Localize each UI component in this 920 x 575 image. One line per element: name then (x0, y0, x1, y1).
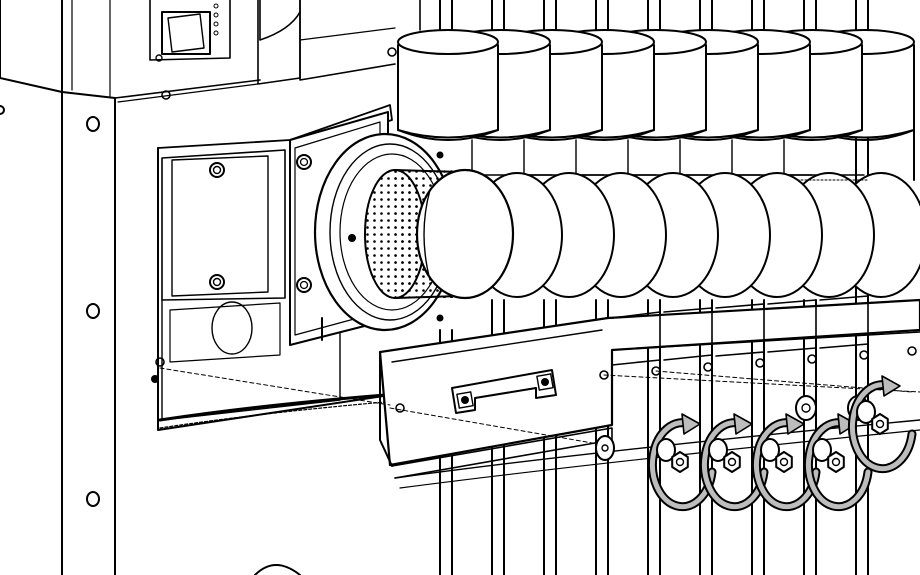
rotation-arrowhead (881, 375, 901, 397)
panel-hole-middle (86, 303, 100, 319)
nut-with-rotation-arrow (648, 413, 717, 512)
nut-bore (875, 419, 885, 429)
nut-bore (675, 457, 685, 467)
rail-handle[interactable] (451, 369, 557, 414)
cabinet-frame (0, 0, 421, 575)
rotation-arrow (806, 420, 871, 510)
panel-holes (0, 105, 100, 507)
blower-1-front (313, 0, 515, 575)
rotation-arrow (650, 420, 715, 510)
nut-with-rotation-arrow (804, 413, 873, 512)
rotation-arrowhead (681, 413, 701, 435)
nut-with-rotation-arrow (752, 413, 821, 512)
rotation-arrow (702, 420, 767, 510)
fastener-group (648, 375, 917, 512)
blower-intake-cap (415, 168, 515, 300)
mounting-rail (378, 295, 920, 489)
washer (708, 438, 728, 462)
rotation-arrow (850, 382, 915, 472)
washer-1 (595, 435, 615, 461)
rotation-arrow (754, 420, 819, 510)
nut-bore (779, 457, 789, 467)
washer (656, 438, 676, 462)
cable-gland (254, 564, 301, 575)
washer (760, 438, 780, 462)
rotation-arrowhead (733, 413, 753, 435)
washer-2 (795, 395, 817, 421)
nut-bore (831, 457, 841, 467)
control-box (155, 3, 397, 100)
rotation-arrowhead (785, 413, 805, 435)
nut-with-rotation-arrow (700, 413, 769, 512)
washer (856, 400, 876, 424)
nut-with-rotation-arrow (848, 375, 917, 474)
nut-bore (727, 457, 737, 467)
panel-hole-lower (86, 491, 100, 507)
panel-hole-upper (86, 116, 100, 132)
junction-box-opening (151, 104, 393, 431)
washer (812, 438, 832, 462)
